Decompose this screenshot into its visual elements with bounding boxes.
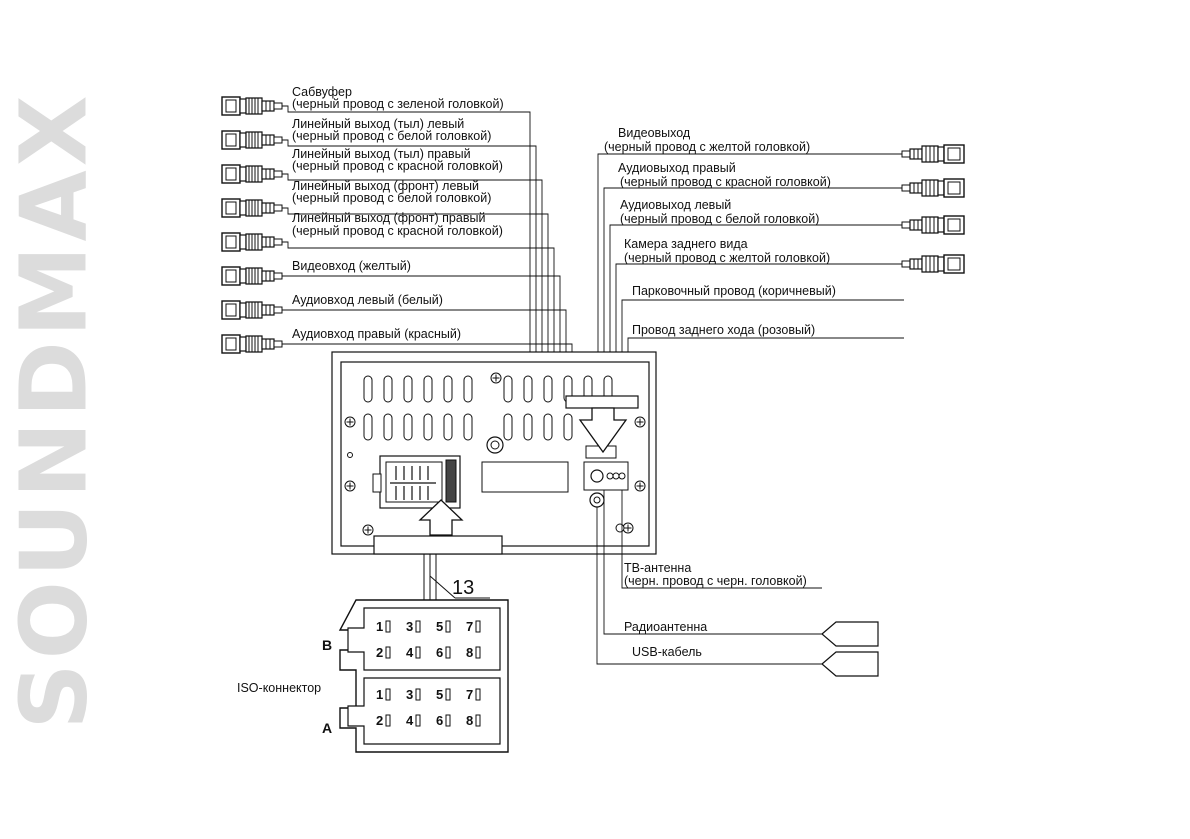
rca-plug-icon (221, 130, 283, 150)
rca-plug-icon (901, 178, 965, 198)
block-b-label: B (322, 637, 332, 653)
rear-right-out-label: Линейный выход (тыл) правый (292, 147, 471, 161)
tv-antenna-desc: (черн. провод с черн. головкой) (624, 574, 807, 588)
block-a-label: A (322, 720, 332, 736)
front-right-out-label: Линейный выход (фронт) правый (292, 211, 485, 225)
audio-in-right-label: Аудиовход правый (красный) (292, 327, 461, 341)
reverse-wire-label: Провод заднего хода (розовый) (632, 323, 815, 337)
pin-b4: 4 (406, 645, 414, 660)
iso-connector-label: ISO-коннектор (237, 681, 321, 695)
screw-icon (344, 416, 356, 428)
screw-icon (362, 524, 374, 536)
video-out-desc: (черный провод с желтой головкой) (604, 140, 810, 154)
right-wires (597, 153, 904, 400)
head-unit-rear-panel (331, 351, 657, 555)
harness-number: 13 (452, 577, 474, 599)
left-wires (282, 105, 573, 400)
pin-b1: 1 (376, 619, 383, 634)
pin-b6: 6 (436, 645, 443, 660)
pin-b2: 2 (376, 645, 383, 660)
rear-camera-label: Камера заднего вида (624, 237, 748, 251)
antenna-usb-wires (596, 490, 822, 665)
rear-left-out-desc: (черный провод с белой головкой) (292, 129, 491, 143)
rca-plug-icon (901, 215, 965, 235)
screw-icon (634, 416, 646, 428)
rca-plug-icon (901, 254, 965, 274)
rear-right-out-desc: (черный провод с красной головкой) (292, 159, 503, 173)
pin-b5: 5 (436, 619, 443, 634)
front-left-out-label: Линейный выход (фронт) левый (292, 179, 479, 193)
subwoofer-wire-desc: (черный провод с зеленой головкой) (292, 97, 504, 111)
pin-a2: 2 (376, 713, 383, 728)
rca-plug-icon (221, 266, 283, 286)
audio-out-right-label: Аудиовыход правый (618, 161, 736, 175)
rca-plug-icon (221, 232, 283, 252)
rca-plug-icon (221, 300, 283, 320)
usb-cable-label: USB-кабель (632, 645, 702, 659)
subwoofer-label: Сабвуфер (292, 85, 352, 99)
screw-icon (344, 480, 356, 492)
antenna-plugs (821, 621, 879, 677)
iso-connector: B A ISO-коннектор 1 3 5 7 2 4 6 8 1 3 5 … (237, 599, 509, 753)
tv-antenna-label: ТВ-антенна (624, 561, 691, 575)
pin-a5: 5 (436, 687, 443, 702)
audio-out-left-label: Аудиовыход левый (620, 198, 731, 212)
pin-a1: 1 (376, 687, 383, 702)
front-right-out-desc: (черный провод с красной головкой) (292, 224, 503, 238)
rca-plug-icon (221, 96, 283, 116)
rear-camera-desc: (черный провод с желтой головкой) (624, 251, 830, 265)
audio-out-right-desc: (черный провод с красной головкой) (620, 175, 831, 189)
pin-a8: 8 (466, 713, 473, 728)
pin-b7: 7 (466, 619, 473, 634)
left-rca-connectors (221, 96, 283, 354)
right-rca-connectors (901, 144, 965, 274)
rca-plug-icon (221, 334, 283, 354)
rca-plug-icon (901, 144, 965, 164)
rca-plug-icon (221, 198, 283, 218)
video-in-label: Видеовход (желтый) (292, 259, 411, 273)
pin-a4: 4 (406, 713, 414, 728)
pin-a3: 3 (406, 687, 413, 702)
parking-wire-label: Парковочный провод (коричневый) (632, 284, 836, 298)
audio-in-left-label: Аудиовход левый (белый) (292, 293, 443, 307)
video-out-label: Видеовыход (618, 126, 691, 140)
pin-b8: 8 (466, 645, 473, 660)
pin-a6: 6 (436, 713, 443, 728)
pin-b3: 3 (406, 619, 413, 634)
top-bundle-arrow (565, 395, 639, 454)
screw-icon (490, 372, 502, 384)
antenna-labels: ТВ-антенна (черн. провод с черн. головко… (624, 561, 807, 659)
pin-a7: 7 (466, 687, 473, 702)
right-labels: Видеовыход (черный провод с желтой голов… (604, 126, 836, 337)
usb-plug-icon (821, 651, 879, 677)
audio-out-left-desc: (черный провод с белой головкой) (620, 212, 819, 226)
left-labels: Сабвуфер (черный провод с зеленой головк… (292, 85, 504, 341)
rca-plug-icon (221, 164, 283, 184)
screw-icon (634, 480, 646, 492)
bottom-harness-arrow: 13 (373, 499, 503, 600)
rear-left-out-label: Линейный выход (тыл) левый (292, 117, 464, 131)
front-left-out-desc: (черный провод с белой головкой) (292, 191, 491, 205)
radio-antenna-plug-icon (821, 621, 879, 647)
radio-antenna-label: Радиоантенна (624, 620, 707, 634)
